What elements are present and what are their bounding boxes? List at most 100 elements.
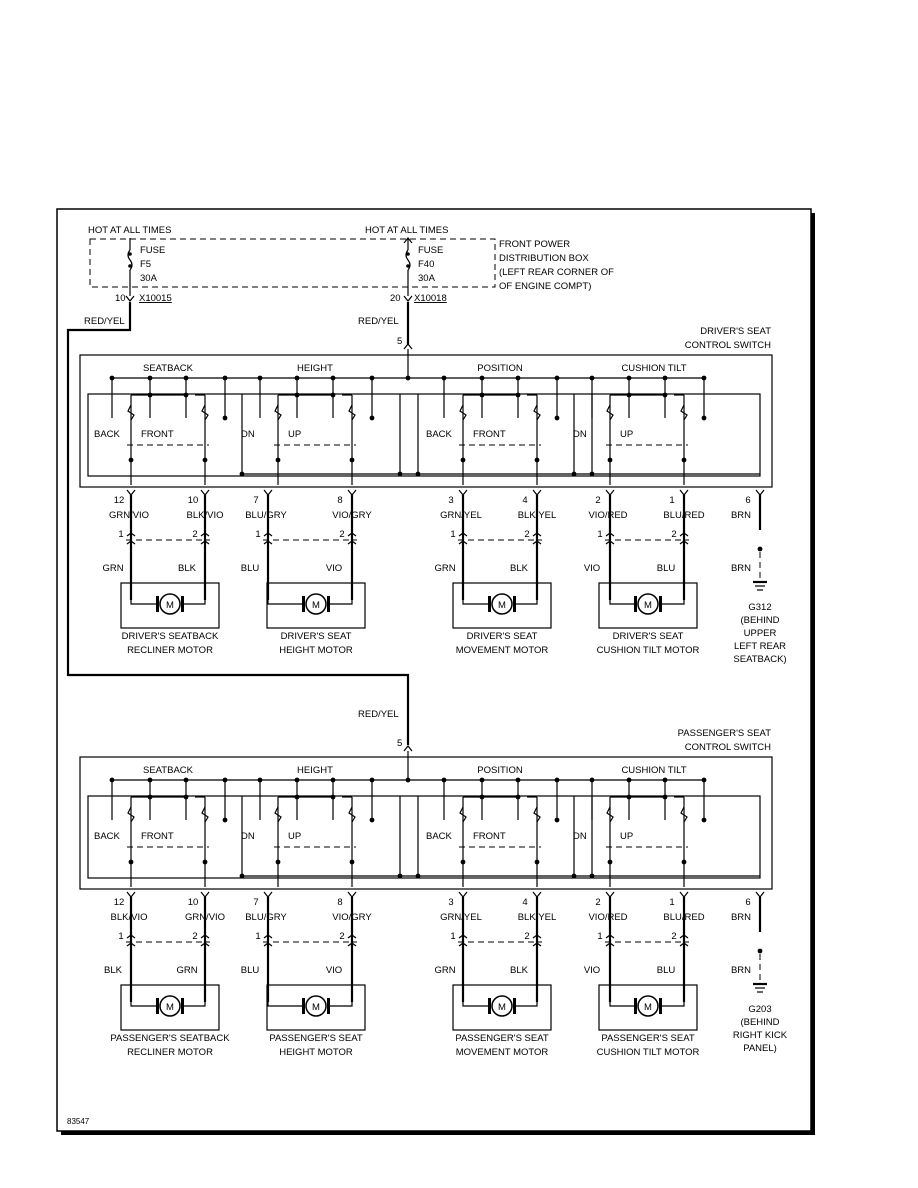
- splice-dot: [701, 777, 707, 783]
- driver-output-2-motor-wire-color: BLK: [178, 563, 197, 574]
- driver-motor-1-brush-left: [156, 596, 159, 612]
- passenger-motor-2-brush-right: [327, 998, 330, 1014]
- driver-position-contact-label-left: BACK: [426, 429, 453, 440]
- driver-switch-title-line2: CONTROL SWITCH: [685, 340, 771, 351]
- splice-dot: [607, 859, 613, 865]
- passenger-motor-2-label-line2: HEIGHT MOTOR: [279, 1047, 353, 1058]
- passenger-seatback-contact-label-right: FRONT: [141, 831, 174, 842]
- passenger-height-contact-dot: [369, 817, 375, 823]
- passenger-motor-1-brush-right: [181, 998, 184, 1014]
- wire: [200, 934, 210, 939]
- passenger-output-4-wire-color: VIO/GRY: [332, 912, 372, 923]
- passenger-ground-label-line4: PANEL): [743, 1043, 777, 1054]
- passenger-output-2-motor-wire-color: GRN: [176, 965, 197, 976]
- wire: [263, 942, 273, 947]
- passenger-motor-1-label-line2: RECLINER MOTOR: [127, 1047, 213, 1058]
- passenger-motor-3-housing: [452, 984, 552, 1031]
- wire: [513, 600, 538, 605]
- splice-dot: [397, 873, 403, 879]
- passenger-output-7-motor-wire-color: VIO: [584, 965, 600, 976]
- passenger-motor-1-housing: [120, 984, 220, 1031]
- fuse-f5-line2: F5: [140, 259, 151, 270]
- feed-wires: RED/YEL RED/YEL: [66, 302, 410, 745]
- splice-dot: [275, 457, 281, 463]
- passenger-output-2-pin: 10: [188, 897, 199, 908]
- driver-motor-2-brush-left: [302, 596, 305, 612]
- driver-output-1-wire-color: GRN/VIO: [109, 510, 149, 521]
- splice-dot: [441, 777, 447, 783]
- splice-dot: [701, 375, 707, 381]
- driver-motor-1-brush-right: [181, 596, 184, 612]
- passenger-output-8-wire-color: BLU/RED: [663, 912, 704, 923]
- passenger-output-4-pin: 8: [337, 897, 342, 908]
- splice-dot: [294, 777, 300, 783]
- driver-switch-inner: [87, 393, 761, 477]
- driver-output-8-motor-wire-color: BLU: [657, 563, 676, 574]
- driver-motor-3-label-line2: MOVEMENT MOTOR: [456, 645, 549, 656]
- driver-height-contact-arm: [348, 404, 356, 421]
- wire: [267, 1002, 305, 1007]
- passenger-output-8-motor-pin: 2: [671, 931, 676, 942]
- box-label-line3: (LEFT REAR CORNER OF: [499, 267, 614, 278]
- passenger-output-2-motor-pin: 2: [192, 931, 197, 942]
- passenger-seatback-contact-label-left: BACK: [94, 831, 121, 842]
- driver-motor-2-housing: [266, 582, 366, 629]
- driver-output-2-pin: 10: [188, 495, 199, 506]
- passenger-ground-label-line3: RIGHT KICK: [733, 1030, 788, 1041]
- wire: [200, 540, 210, 545]
- driver-section-position: POSITION: [477, 363, 523, 374]
- passenger-motor-1-brush-left: [156, 998, 159, 1014]
- driver-output-1-motor-pin: 1: [118, 529, 123, 540]
- wire: [605, 532, 615, 537]
- passenger-motor-2-label-line1: PASSENGER'S SEAT: [269, 1033, 363, 1044]
- passenger-motor-4-housing: [598, 984, 698, 1031]
- driver-output-4-wire-color: VIO/GRY: [332, 510, 372, 521]
- passenger-ground-wire-bottom: BRN: [731, 965, 751, 976]
- fuse-f40-line2: F40: [418, 259, 434, 270]
- wire: [458, 934, 468, 939]
- driver-motor-4-housing: [598, 582, 698, 629]
- wire: [403, 745, 413, 752]
- passenger-motor-1-symbol-letter: M: [166, 1002, 174, 1013]
- splice-dot: [589, 873, 595, 879]
- passenger-cushion-tilt-contact-arm: [680, 806, 688, 823]
- passenger-switch-inner: [87, 795, 761, 879]
- driver-motor-4-symbol-letter: M: [644, 600, 652, 611]
- splice-dot: [109, 375, 115, 381]
- driver-motor-1-label-line2: RECLINER MOTOR: [127, 645, 213, 656]
- fuse-f40-line3: 30A: [418, 273, 436, 284]
- passenger-motor-4-symbol-letter: M: [644, 1002, 652, 1013]
- splice-dot: [330, 777, 336, 783]
- driver-output-5-motor-wire-color: GRN: [434, 563, 455, 574]
- wire: [327, 1002, 353, 1007]
- wire: [347, 532, 357, 537]
- hot-at-all-times-right: HOT AT ALL TIMES: [365, 225, 448, 236]
- driver-output-4-pin: 8: [337, 495, 342, 506]
- passenger-output-1-motor-pin: 1: [118, 931, 123, 942]
- splice-dot: [460, 457, 466, 463]
- passenger-output-3-pin: 7: [253, 897, 258, 908]
- driver-height-contact-label-left: DN: [241, 429, 255, 440]
- wire: [327, 600, 353, 605]
- splice-dot: [257, 777, 263, 783]
- wire: [130, 600, 159, 605]
- driver-section-cushion-tilt: CUSHION TILT: [621, 363, 686, 374]
- passenger-seatback-contact-arm: [201, 806, 209, 823]
- driver-section-height: HEIGHT: [297, 363, 333, 374]
- wire: [679, 532, 689, 537]
- splice-dot: [589, 375, 595, 381]
- driver-motor-3-housing: [452, 582, 552, 629]
- splice-dot: [626, 375, 632, 381]
- wire: [181, 600, 206, 605]
- driver-cushion-tilt-contact-dot: [701, 415, 707, 421]
- driver-seatback-contact-arm: [127, 404, 135, 421]
- driver-ground-pin: 6: [745, 495, 750, 506]
- driver-motor-1-symbol-letter: M: [166, 600, 174, 611]
- driver-ground-wire-top: BRN: [731, 510, 751, 521]
- wire: [130, 1002, 159, 1007]
- passenger-switch-outline: [79, 756, 773, 890]
- passenger-height-contact-label-right: UP: [288, 831, 301, 842]
- passenger-output-6-motor-wire-color: BLK: [510, 965, 529, 976]
- splice-dot: [607, 457, 613, 463]
